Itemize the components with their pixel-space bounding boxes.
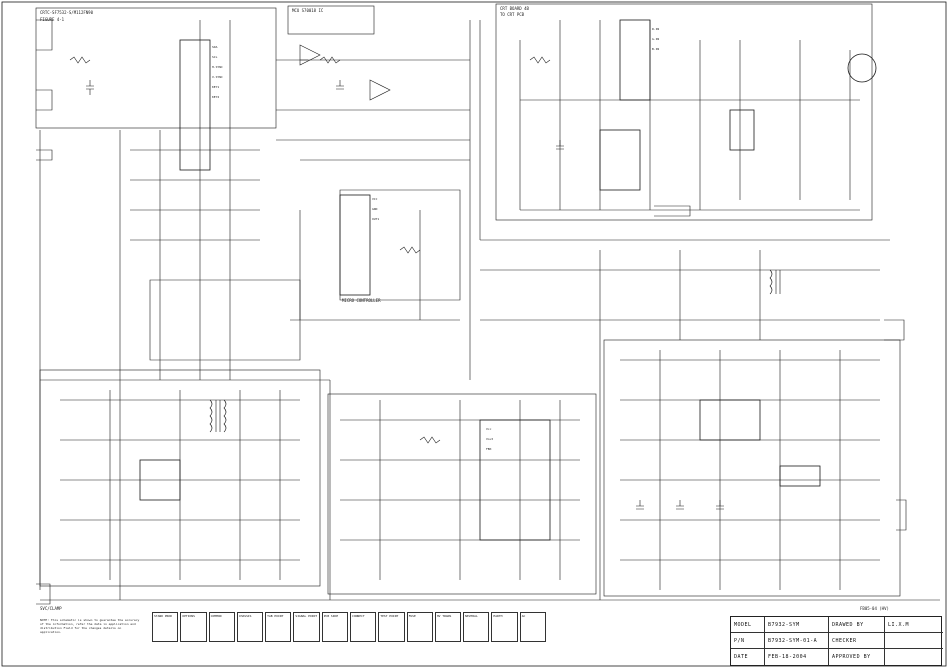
- svg-text:Vcc: Vcc: [486, 427, 492, 431]
- approved-value: [885, 649, 943, 665]
- svg-text:VCC: VCC: [372, 197, 378, 201]
- checker-label: CHECKER: [829, 633, 885, 649]
- svg-text:SCL: SCL: [212, 55, 218, 59]
- bottom-left-ref: SVC/CLAMP: [40, 606, 62, 611]
- legend-cell: CHASSIS: [236, 612, 264, 642]
- legend-cell: AC: [519, 612, 546, 642]
- right-block-label: CRT BOARD 4B: [500, 6, 529, 11]
- svg-text:GND: GND: [372, 207, 378, 211]
- bottom-right-ref: FB05-04 (HV): [860, 606, 889, 611]
- approved-label: APPROVED BY: [829, 649, 885, 665]
- svg-text:V-SYNC: V-SYNC: [212, 75, 223, 79]
- date-label: DATE: [731, 649, 765, 665]
- svg-text:FBK: FBK: [486, 447, 492, 451]
- legend-cell: STAND PROD: [152, 612, 179, 642]
- model-label: MODEL: [731, 617, 765, 633]
- model-value: B7932-SYM: [765, 617, 829, 633]
- right-sub-label: TO CRT PCB: [500, 12, 525, 17]
- symbol-legend: STAND PROD OPTIONS COMMON CHASSIS TAB PO…: [152, 612, 546, 642]
- top-left-block-label: CRTC-SF7532-S/M112FN90: [40, 10, 93, 15]
- mcu-chip-label: MICRO CONTROLLER: [342, 298, 381, 303]
- svg-text:OUT1: OUT1: [372, 217, 379, 221]
- note-heading: NOTE:: [40, 618, 50, 622]
- note-body: This schematic is shown to guarantee the…: [40, 618, 140, 634]
- svg-text:KEY1: KEY1: [212, 85, 219, 89]
- svg-text:G-IN: G-IN: [652, 37, 659, 41]
- pn-value: B7932-SYM-01-A: [765, 633, 829, 649]
- svg-text:KEY2: KEY2: [212, 95, 219, 99]
- checker-value: [885, 633, 943, 649]
- date-value: FEB-18-2004: [765, 649, 829, 665]
- top-left-sub-label: FIGURE 4-1: [40, 17, 65, 22]
- legend-cell: TEST POINT: [378, 612, 405, 642]
- drawn-label: DRAWED BY: [829, 617, 885, 633]
- pn-label: P/N: [731, 633, 765, 649]
- legend-cell: CONNECT: [350, 612, 377, 642]
- legend-cell: FUSE: [406, 612, 433, 642]
- legend-cell: HV TRANS: [434, 612, 462, 642]
- drawn-value: LI.X.M: [885, 617, 943, 633]
- legend-cell: EARTH: [491, 612, 518, 642]
- legend-cell: SIGNAL POINT: [293, 612, 320, 642]
- legend-cell: COMMON: [208, 612, 235, 642]
- title-block: MODEL B7932-SYM DRAWED BY LI.X.M P/N B79…: [730, 616, 943, 666]
- svg-text:Vout: Vout: [486, 437, 493, 441]
- legend-cell: PCB SIDE: [321, 612, 348, 642]
- mid-block-label: MCU S70018 IC: [292, 8, 324, 13]
- svg-text:H-SYNC: H-SYNC: [212, 65, 223, 69]
- legend-cell: NEUTRAL: [463, 612, 490, 642]
- svg-text:R-IN: R-IN: [652, 27, 659, 31]
- legend-cell: OPTIONS: [180, 612, 207, 642]
- schematic-note: NOTE: This schematic is shown to guarant…: [40, 618, 140, 634]
- legend-cell: TAB POINT: [265, 612, 292, 642]
- svg-text:SDA: SDA: [212, 45, 218, 49]
- svg-text:B-IN: B-IN: [652, 47, 659, 51]
